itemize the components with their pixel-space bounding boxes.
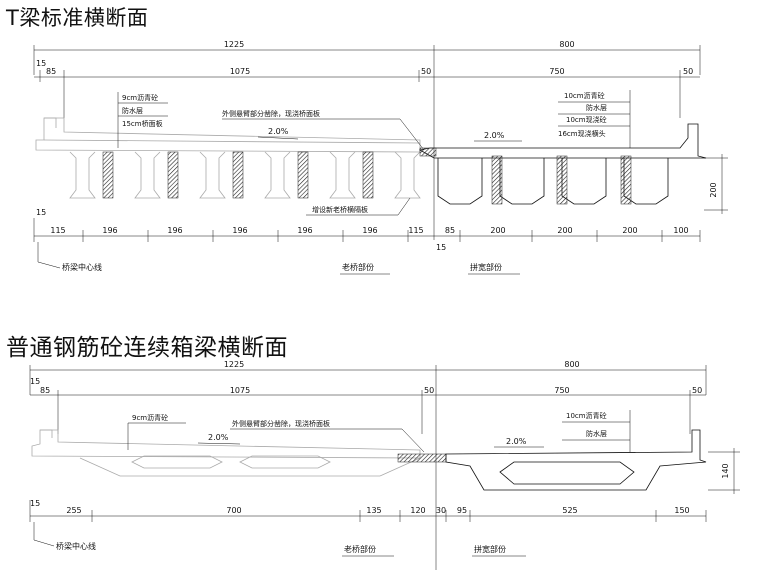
dim-old-total: 1225 xyxy=(224,40,244,49)
note2-asphalt-10cm: 10cm沥青砼 xyxy=(566,411,607,420)
dim-50-right: 50 xyxy=(683,67,693,76)
note2-asphalt-9cm: 9cm沥青砼 xyxy=(132,413,168,422)
top-dimension-row: 1225 800 xyxy=(33,40,701,240)
dim-85: 85 xyxy=(46,67,56,76)
dim-50-left: 50 xyxy=(421,67,431,76)
label-new-bridge: 拼宽部份 xyxy=(470,262,502,272)
top-dimension-row-2: 1225 800 xyxy=(29,360,707,570)
dim2-15: 15 xyxy=(30,377,40,386)
marker2-15-bottom: 15 xyxy=(30,499,40,508)
note-mid: 外侧悬臂部分凿除，现浇桥面板 xyxy=(222,109,425,151)
slope2-left: 2.0% xyxy=(208,433,229,442)
label-old-bridge: 老桥部份 xyxy=(342,262,374,272)
note-deck-15cm: 15cm桥面板 xyxy=(122,119,163,128)
bdim-old-1: 115 xyxy=(50,226,65,235)
second-dimension-row-2: 15 85 1075 50 750 50 xyxy=(30,377,706,434)
dim2-1075: 1075 xyxy=(230,386,250,395)
bdim2-new-3: 525 xyxy=(562,506,577,515)
dim-1075: 1075 xyxy=(230,67,250,76)
dim2-50-right: 50 xyxy=(692,386,702,395)
bdim2-new-4: 150 xyxy=(674,506,689,515)
note-waterproof-right: 防水层 xyxy=(586,103,607,112)
bdim-new-3: 200 xyxy=(557,226,572,235)
slope-left: 2.0% xyxy=(268,127,289,136)
bdim-old-2: 196 xyxy=(102,226,117,235)
new-box-girder xyxy=(397,429,707,491)
bdim-old-4: 196 xyxy=(232,226,247,235)
marker-15-bottom: 15 xyxy=(36,208,46,217)
bottom-dimension-row-2: 255 700 135 120 30 95 525 150 xyxy=(29,500,707,522)
slope-right: 2.0% xyxy=(484,131,505,140)
note-mid-2: 外侧悬臂部分凿除，现浇桥面板 xyxy=(230,419,425,453)
dim-750: 750 xyxy=(549,67,564,76)
section-box-girder: 1225 800 15 85 1075 50 750 50 xyxy=(29,360,740,570)
new-t-beam-deck xyxy=(418,123,707,205)
second-dimension-row: 15 85 1075 50 750 50 xyxy=(34,59,700,118)
notes-right-2: 10cm沥青砼 防水层 xyxy=(562,410,631,452)
dim2-750: 750 xyxy=(554,386,569,395)
bdim-old-6: 196 xyxy=(362,226,377,235)
dim-new-total: 800 xyxy=(559,40,574,49)
notes-left-2: 9cm沥青砼 xyxy=(127,413,186,450)
dim-15: 15 xyxy=(36,59,46,68)
height-dimension-2: 140 xyxy=(708,448,740,494)
bdim2-old-1: 255 xyxy=(66,506,81,515)
bdim-new-1: 85 xyxy=(445,226,455,235)
bdim-new-5: 100 xyxy=(673,226,688,235)
note-cast-10cm: 10cm现浇砼 xyxy=(566,115,607,124)
note2-waterproof: 防水层 xyxy=(586,429,607,438)
note-new-diaphragm: 增设新老桥横隔板 xyxy=(312,205,368,214)
bdim-new-2: 200 xyxy=(490,226,505,235)
note-cast-16cm: 16cm现浇横头 xyxy=(558,129,606,138)
dim2-old-total: 1225 xyxy=(224,360,244,369)
dim-height-200: 200 xyxy=(709,182,718,197)
label2-old-bridge: 老桥部份 xyxy=(344,544,376,554)
section-title-box-girder: 普通钢筋砼连续箱梁横断面 xyxy=(6,335,288,361)
bdim2-old-3: 135 xyxy=(366,506,381,515)
note2-cantilever-removal: 外侧悬臂部分凿除，现浇桥面板 xyxy=(232,419,330,428)
bottom-dimension-row: 115 196 196 196 196 196 115 85 200 200 2… xyxy=(33,218,701,242)
dim2-50-left: 50 xyxy=(424,386,434,395)
bdim-new-4: 200 xyxy=(622,226,637,235)
section-t-beam: 1225 800 15 85 1075 50 750 50 xyxy=(33,40,728,275)
note-asphalt-9cm: 9cm沥青砼 xyxy=(122,93,158,102)
note-bottom: 增设新老桥横隔板 xyxy=(306,197,411,216)
dim2-height-140: 140 xyxy=(721,463,730,478)
label-centerline: 桥梁中心线 xyxy=(62,262,102,272)
dim2-new-total: 800 xyxy=(564,360,579,369)
bdim2-old-2: 700 xyxy=(226,506,241,515)
dim2-85: 85 xyxy=(40,386,50,395)
height-dimension: 200 xyxy=(704,154,728,214)
note-asphalt-10cm: 10cm沥青砼 xyxy=(564,91,605,100)
bdim-old-7: 115 xyxy=(408,226,423,235)
note-cantilever-removal: 外侧悬臂部分凿除，现浇桥面板 xyxy=(222,109,320,118)
section-title-t-beam: T梁标准横断面 xyxy=(6,6,149,30)
bdim-old-3: 196 xyxy=(167,226,182,235)
label2-new-bridge: 拼宽部份 xyxy=(474,544,506,554)
label2-centerline: 桥梁中心线 xyxy=(56,541,96,551)
marker-15-center: 15 xyxy=(436,243,446,252)
bdim-old-5: 196 xyxy=(297,226,312,235)
note-waterproof: 防水层 xyxy=(122,106,143,115)
footer-labels-2: 桥梁中心线 老桥部份 拼宽部份 xyxy=(33,522,526,557)
notes-left: 9cm沥青砼 防水层 15cm桥面板 xyxy=(117,92,168,148)
bdim2-old-4: 120 xyxy=(410,506,425,515)
notes-right: 10cm沥青砼 防水层 10cm现浇砼 16cm现浇横头 xyxy=(558,90,631,148)
bdim2-new-1: 30 xyxy=(436,506,446,515)
slope2-right: 2.0% xyxy=(506,437,527,446)
footer-labels: 桥梁中心线 老桥部份 拼宽部份 xyxy=(37,242,520,275)
old-t-beam-deck xyxy=(35,117,421,199)
bdim2-new-2: 95 xyxy=(457,506,467,515)
